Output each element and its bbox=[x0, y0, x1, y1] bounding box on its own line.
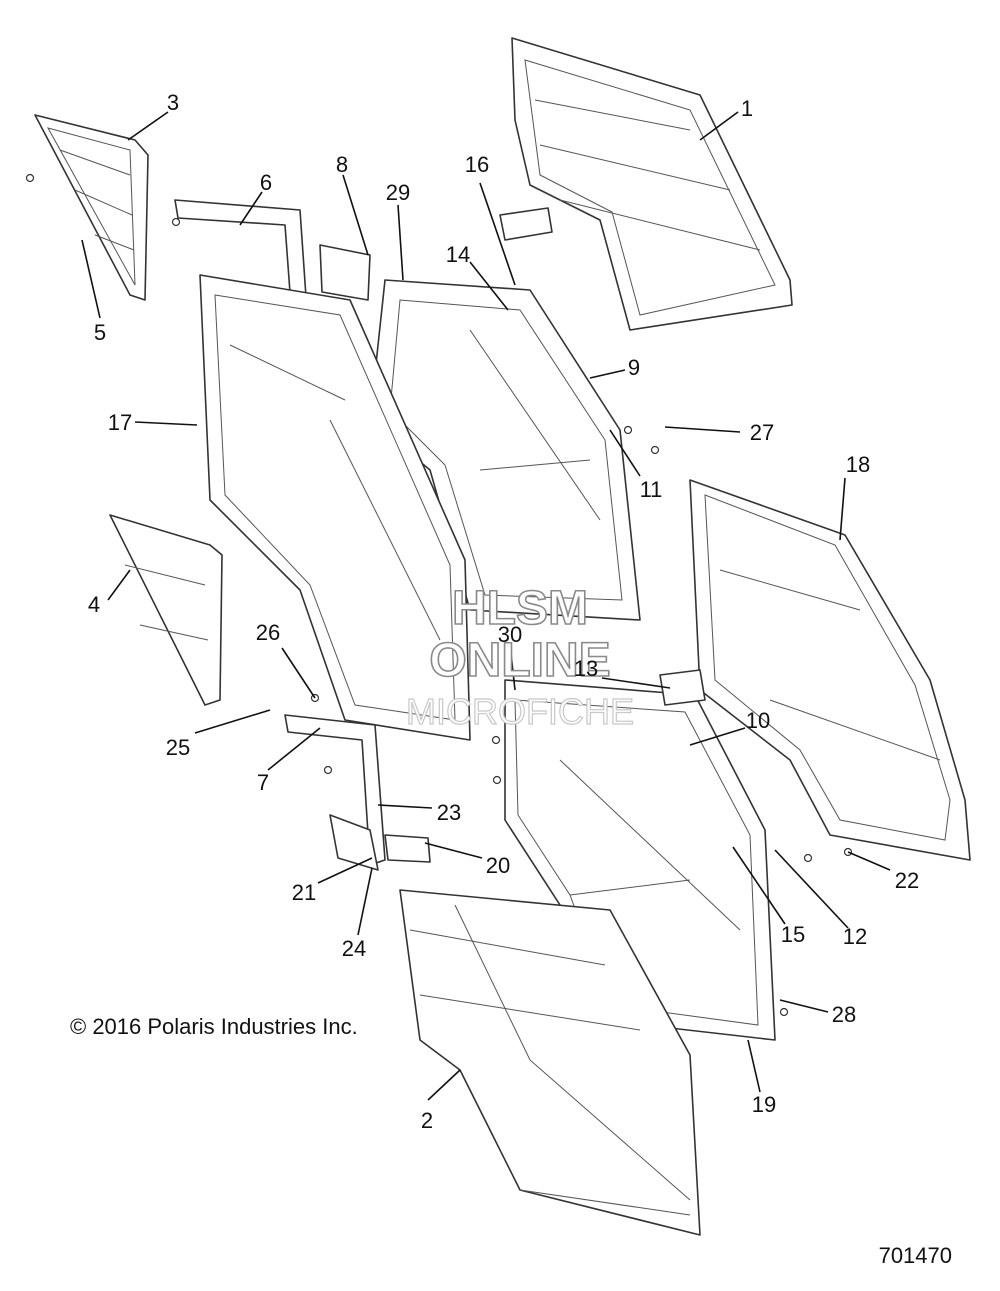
callout-25: 25 bbox=[166, 735, 190, 760]
callout-10: 10 bbox=[746, 708, 770, 733]
callout-24: 24 bbox=[342, 936, 366, 961]
part-7-lower-hinge-bracket bbox=[284, 714, 431, 871]
callout-1: 1 bbox=[741, 96, 753, 121]
callout-14: 14 bbox=[446, 242, 470, 267]
callout-9: 9 bbox=[628, 355, 640, 380]
callout-27: 27 bbox=[750, 420, 774, 445]
part-10-lower-door-frame bbox=[504, 669, 776, 1041]
callout-29: 29 bbox=[386, 180, 410, 205]
watermark-line-2: ONLINE bbox=[429, 634, 610, 687]
part-3-small-panel bbox=[34, 114, 149, 301]
copyright-notice: © 2016 Polaris Industries Inc. bbox=[70, 1014, 358, 1039]
callout-5: 5 bbox=[94, 320, 106, 345]
callout-labels: 1 2 3 4 5 6 7 8 9 10 11 12 13 14 15 16 1… bbox=[88, 90, 919, 1133]
part-1-upper-door-panel bbox=[511, 37, 793, 331]
callout-20: 20 bbox=[486, 853, 510, 878]
part-9-door-frame bbox=[369, 207, 641, 621]
hardware-bolts bbox=[25, 173, 853, 1017]
callout-30: 30 bbox=[498, 622, 522, 647]
part-18-right-door bbox=[689, 479, 971, 861]
callout-8: 8 bbox=[336, 152, 348, 177]
callout-19: 19 bbox=[752, 1092, 776, 1117]
callout-4: 4 bbox=[88, 592, 100, 617]
callout-6: 6 bbox=[260, 170, 272, 195]
callout-22: 22 bbox=[895, 868, 919, 893]
watermark: HLSM ONLINE MICROFICHE bbox=[405, 581, 634, 732]
callout-7: 7 bbox=[257, 770, 269, 795]
callout-28: 28 bbox=[832, 1002, 856, 1027]
callout-12: 12 bbox=[843, 924, 867, 949]
callout-26: 26 bbox=[256, 620, 280, 645]
callout-17: 17 bbox=[108, 410, 132, 435]
watermark-line-1: HLSM bbox=[452, 582, 588, 635]
watermark-line-3: MICROFICHE bbox=[406, 691, 634, 732]
callout-18: 18 bbox=[846, 452, 870, 477]
leader-lines bbox=[81, 111, 891, 1101]
figure-id: 701470 bbox=[879, 1243, 952, 1268]
part-2-lower-door-panel bbox=[399, 889, 701, 1236]
callout-3: 3 bbox=[167, 90, 179, 115]
callout-13: 13 bbox=[574, 656, 598, 681]
callout-16: 16 bbox=[465, 152, 489, 177]
part-17-left-door bbox=[199, 274, 471, 741]
part-4-small-panel bbox=[109, 514, 223, 706]
callout-21: 21 bbox=[292, 880, 316, 905]
callout-11: 11 bbox=[640, 477, 663, 502]
callout-2: 2 bbox=[421, 1108, 433, 1133]
callout-15: 15 bbox=[781, 922, 805, 947]
callout-23: 23 bbox=[437, 800, 461, 825]
